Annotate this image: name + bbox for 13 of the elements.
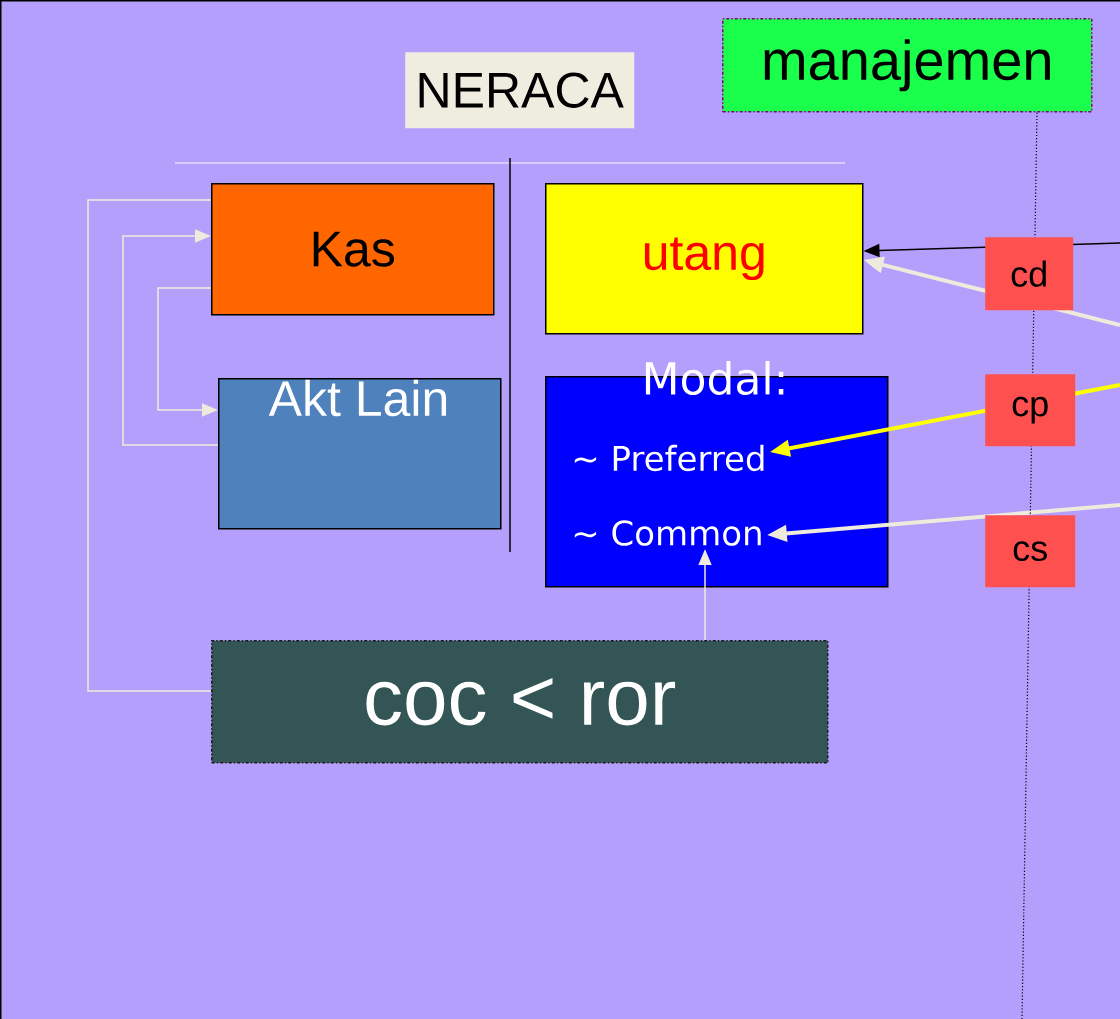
- account-box: Kas: [211, 183, 495, 316]
- account-box: utang: [545, 183, 864, 335]
- title-box: NERACA: [405, 52, 635, 129]
- list-item: ~ Common: [574, 520, 761, 546]
- arrow: [122, 229, 219, 446]
- list-item: ~ Preferred: [574, 444, 764, 472]
- account-box: Akt Lain: [218, 378, 502, 530]
- cost-box: cp: [985, 374, 1076, 447]
- cost-box: cs: [985, 515, 1076, 588]
- label-box: manajemen: [722, 18, 1093, 113]
- condition-box: coc < ror: [211, 640, 829, 764]
- line: [87, 199, 212, 692]
- cost-box: cd: [985, 237, 1074, 311]
